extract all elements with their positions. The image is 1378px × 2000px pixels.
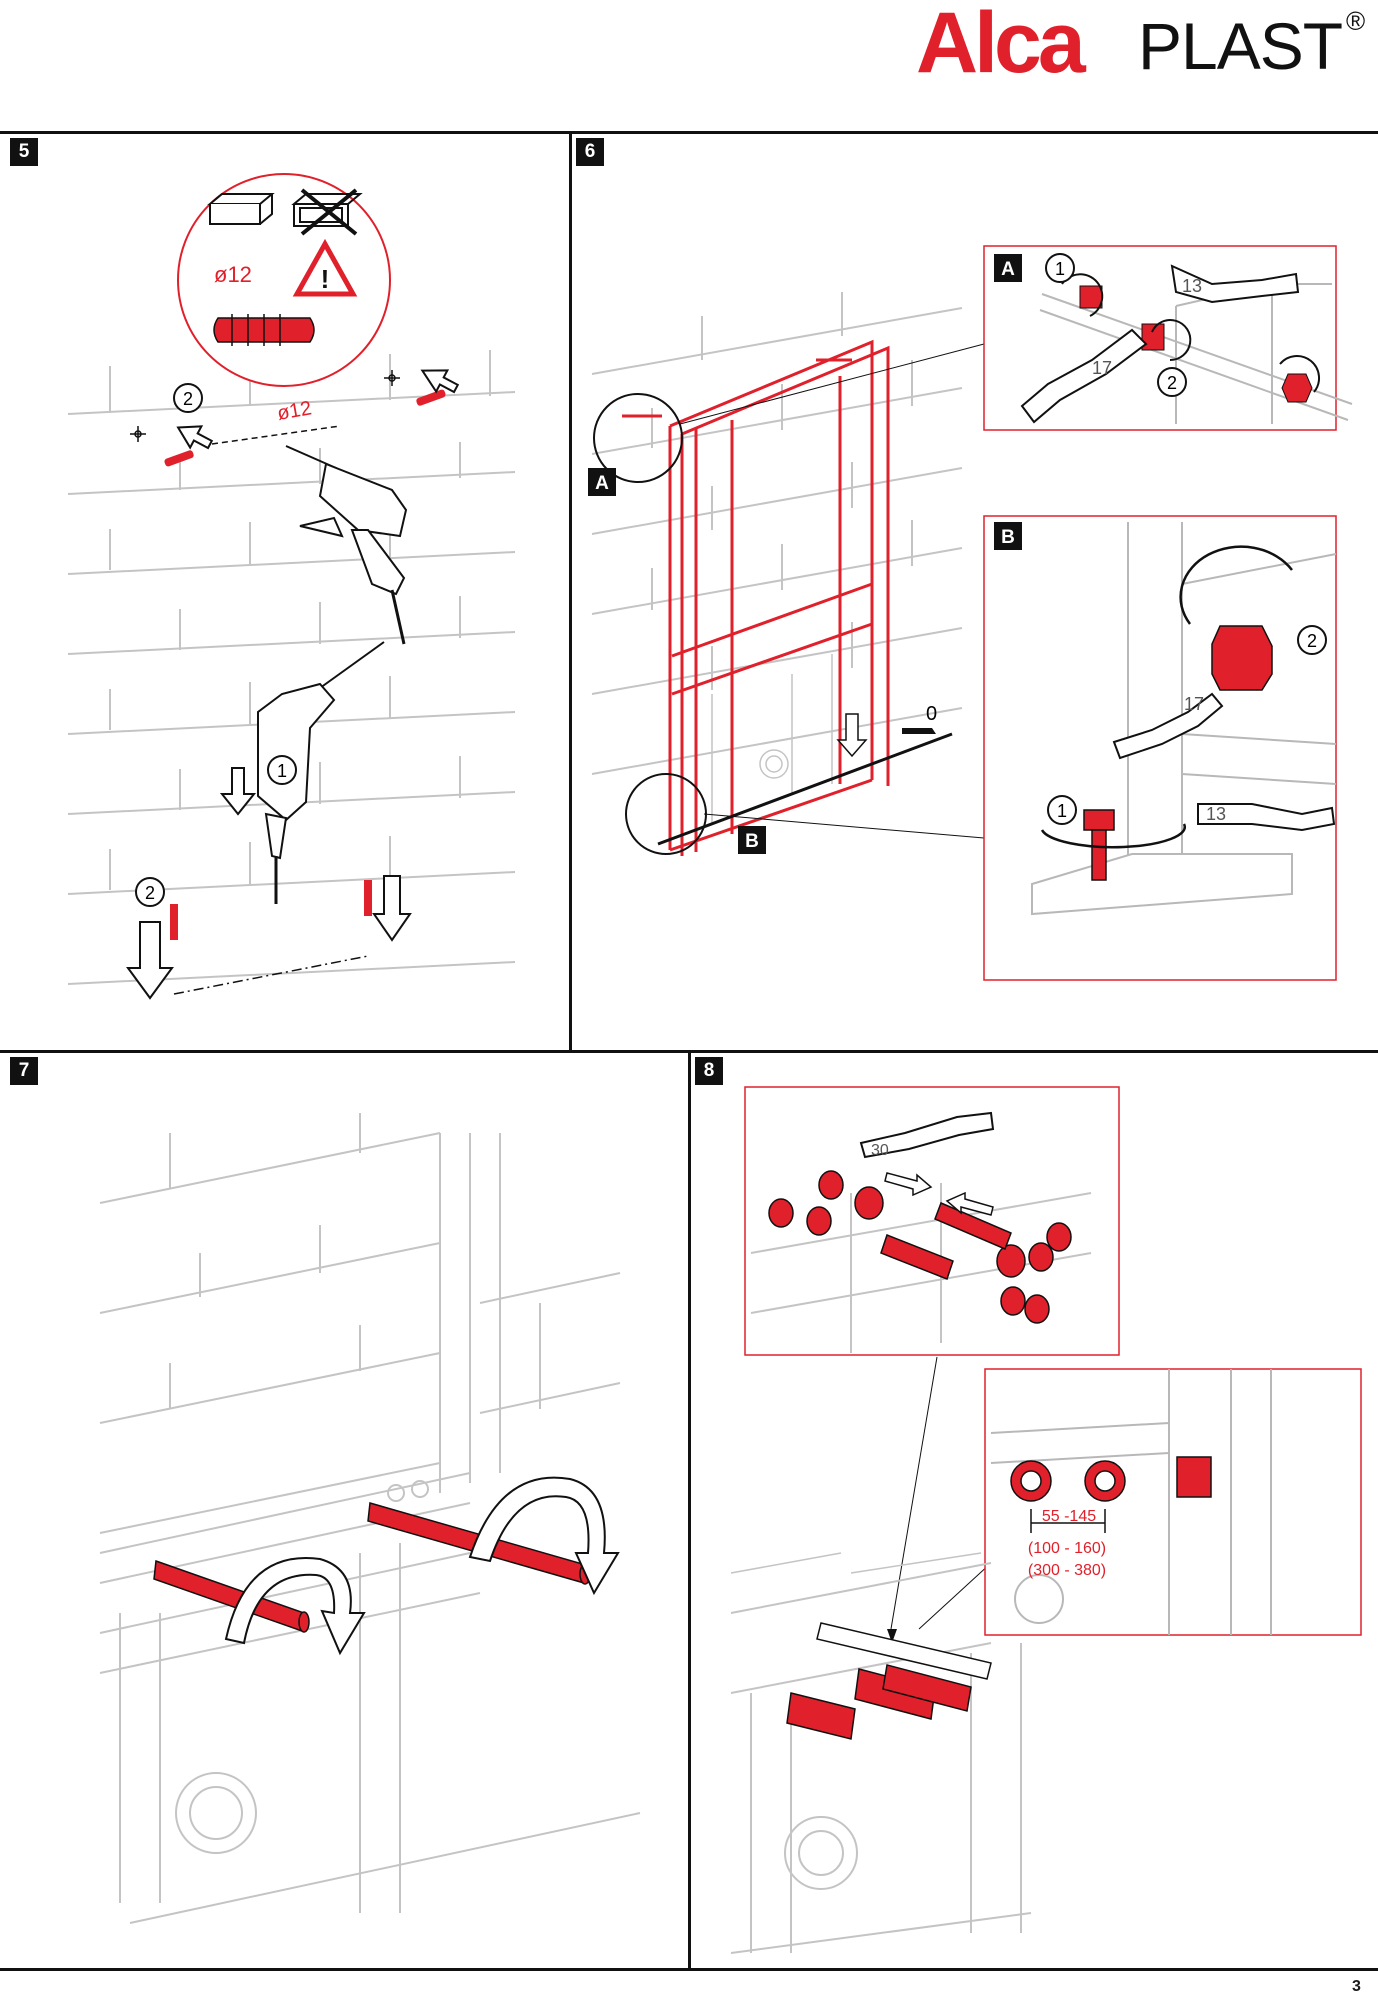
- leader-line: [890, 1356, 938, 1630]
- detail-a-box: A 13 17 1 2: [983, 245, 1353, 431]
- rotate-arrow-icon: [1040, 545, 1293, 849]
- hollow-brick-crossed-icon: [291, 188, 363, 236]
- callout-2-text: 2: [1307, 631, 1317, 651]
- callout-2-text: 2: [1167, 373, 1177, 393]
- plug-markers: [164, 389, 446, 467]
- drill-marks: [130, 370, 400, 445]
- step-number: 8: [695, 1057, 723, 1085]
- wrench-17-label: 17: [1092, 358, 1112, 378]
- connector-icon: [1010, 1456, 1212, 1502]
- step-number: 6: [576, 138, 604, 166]
- bolt-icon: [1083, 809, 1115, 881]
- drill-upper-icon: [285, 445, 408, 645]
- direction-arrow-icon: [884, 1172, 994, 1216]
- callout-2: [1157, 367, 1187, 397]
- detail-b-box: B 17 13 2 1: [983, 515, 1337, 981]
- callout-1-text: 1: [1057, 801, 1067, 821]
- nut-icon-2: [1141, 323, 1165, 351]
- nut-icon: [1079, 285, 1103, 309]
- step-number: 5: [10, 138, 38, 166]
- zero-mark: 0: [926, 703, 937, 725]
- detail-a-circle: [593, 393, 683, 483]
- drill-diameter-label: ø12: [214, 262, 252, 287]
- svg-text:!: !: [321, 264, 330, 294]
- leader-line-a: [679, 343, 985, 425]
- drill-mark-label: ø12: [276, 397, 314, 425]
- plug-cap-icon: [1211, 625, 1273, 691]
- logo-plast-text: PLAST: [1138, 9, 1343, 83]
- callout-1: [1047, 795, 1077, 825]
- nut-icon-3: [1281, 373, 1313, 403]
- dimension-line: [1030, 1509, 1106, 1533]
- down-arrow-icon: [219, 767, 257, 816]
- brick-wall: [67, 350, 516, 985]
- floor-line: [657, 732, 953, 846]
- frame-posts: [99, 1133, 641, 1924]
- step-6-panel: 6 0 A B A: [572, 134, 1378, 1050]
- solid-brick-icon: [207, 193, 275, 225]
- wrench-30-label: 30: [871, 1142, 889, 1159]
- frame-inner-lines: [711, 654, 833, 824]
- alcaplast-logo: Alca PLAST ®: [916, 0, 1376, 91]
- dimension-1: 55 -145: [1042, 1508, 1096, 1525]
- down-arrows: [126, 875, 412, 1000]
- leader-line-2: [918, 1562, 992, 1630]
- step-number: 7: [10, 1057, 38, 1085]
- top-rule: [0, 131, 1378, 134]
- drill-lower-icon: [257, 641, 385, 904]
- wrench-13-label: 13: [1182, 276, 1202, 296]
- bottom-plugs: [170, 880, 372, 995]
- callout-1-text: 1: [277, 761, 287, 781]
- registered-mark: ®: [1346, 6, 1366, 36]
- step-5-illustration: ! ø12 ø12 2: [67, 173, 516, 1000]
- rod-white-icon: [816, 1622, 992, 1680]
- lower-divider: [688, 1050, 691, 1970]
- threaded-rods-icon: [880, 1202, 1012, 1280]
- logo-alca-text: Alca: [916, 0, 1086, 91]
- callout-2: [173, 383, 203, 413]
- detail-a-label: A: [1001, 259, 1015, 280]
- dimension-2: (100 - 160): [1028, 1540, 1106, 1557]
- leader-line-b: [703, 813, 985, 839]
- floor-arrow-icon: [836, 713, 868, 758]
- callout-1: [1045, 253, 1075, 283]
- brick-wall: [99, 1113, 621, 1534]
- wrench-13-label: 13: [1206, 804, 1226, 824]
- nuts-washers-icon: [768, 1170, 1072, 1324]
- callout-1: [267, 755, 297, 785]
- step-8-illustration: 30 55 -1: [730, 1086, 1362, 1954]
- insert-arrows: [176, 369, 460, 450]
- detail-b-label: B: [1001, 527, 1015, 548]
- wrench-17-icon: [1112, 692, 1224, 760]
- upper-divider: [569, 131, 572, 1053]
- callout-2: [1297, 625, 1327, 655]
- warning-triangle-icon: !: [292, 238, 358, 297]
- dimension-3: (300 - 380): [1028, 1562, 1106, 1579]
- brick-wall: [591, 292, 963, 775]
- detail-top-box: 30: [744, 1086, 1120, 1356]
- label-b: B: [745, 831, 759, 852]
- callout-2-text: 2: [183, 389, 193, 409]
- wrench-13-icon: [1170, 264, 1300, 304]
- detail-right-box: 55 -145 (100 - 160) (300 - 380): [984, 1368, 1362, 1636]
- sleeve-icon: [786, 1664, 972, 1740]
- callout-1-text: 1: [1055, 259, 1065, 279]
- step-5-panel: 5 ! ø12 ø12: [0, 134, 569, 1050]
- callout-2-bottom: [135, 877, 165, 907]
- wrench-30-icon: [859, 1111, 995, 1159]
- step-7-illustration: [99, 1113, 641, 1924]
- label-a: A: [595, 473, 609, 494]
- wall-plug-icon: [213, 314, 315, 346]
- installation-frame: [622, 339, 890, 856]
- frame-posts: [730, 1552, 1032, 1954]
- step-7-panel: 7: [0, 1053, 688, 1968]
- wrench-17-label: 17: [1184, 694, 1204, 714]
- page-number: 3: [1352, 1978, 1361, 1995]
- rotate-arrow-icon: [224, 1476, 620, 1656]
- wrench-13-icon: [1197, 803, 1336, 832]
- step-8-panel: 8 30: [691, 1053, 1378, 1968]
- callout-2-bottom-text: 2: [145, 883, 155, 903]
- step-6-illustration: 0 A B A 13 17 1 2: [588, 245, 1353, 981]
- wrench-17-icon: [1020, 328, 1148, 424]
